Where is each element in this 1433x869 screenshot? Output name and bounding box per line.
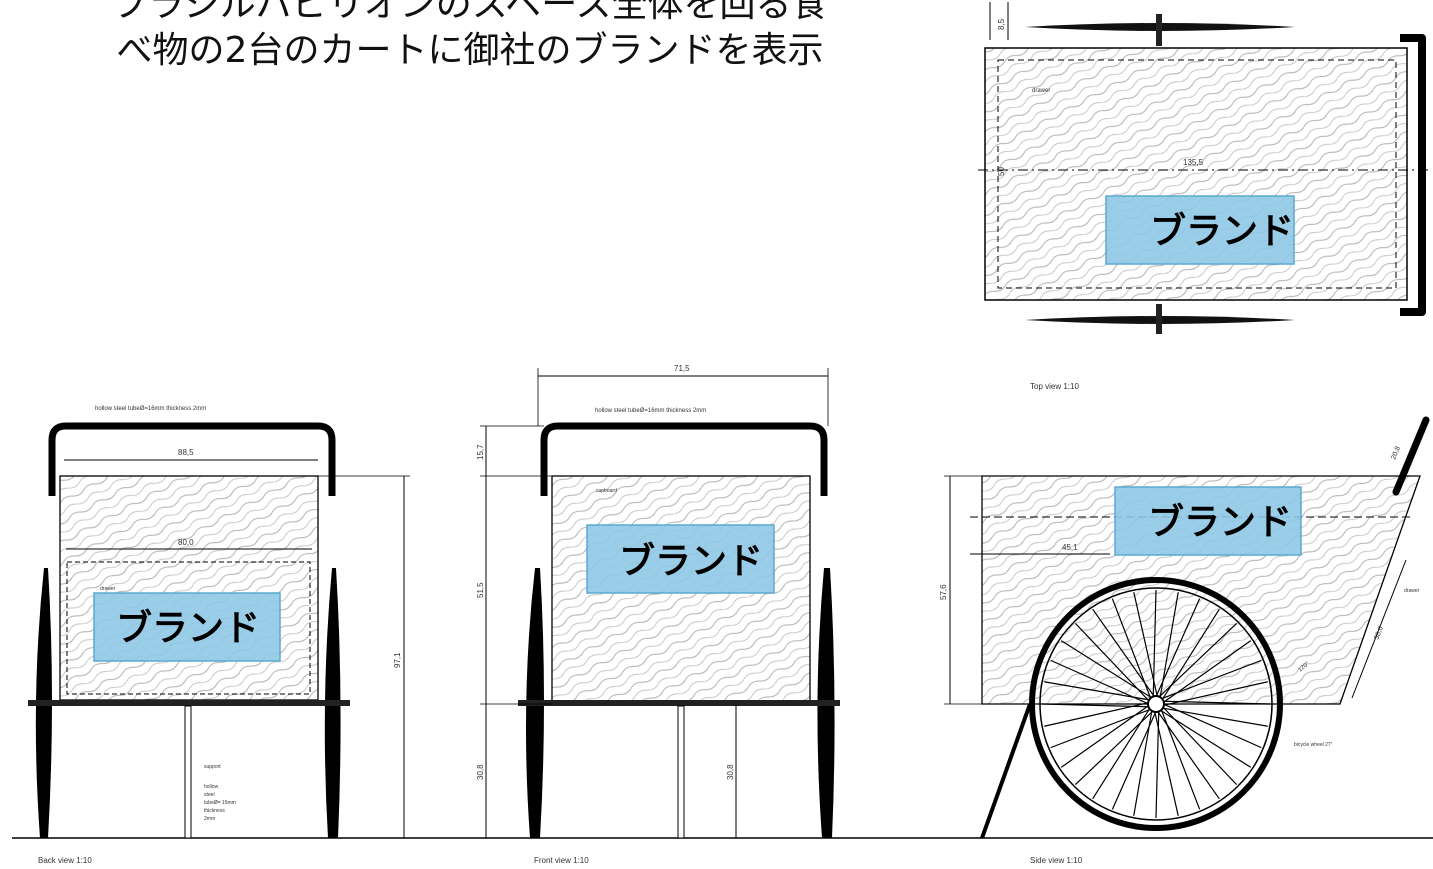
wheel-spoke [1074, 622, 1150, 702]
front-dim-handle-h: 15,7 [476, 444, 485, 460]
back-handle [48, 422, 336, 496]
top-dim-side-b: 50 [997, 167, 1006, 176]
back-view-caption: Back view 1:10 [38, 856, 92, 865]
wheel-spoke [1111, 711, 1157, 810]
back-dim-inner: 80,0 [178, 538, 194, 547]
wheel-spoke [1152, 589, 1157, 697]
back-drawer-label: drawer [100, 586, 116, 592]
side-handle [1392, 416, 1430, 496]
front-brand-label: ブランド [619, 540, 763, 582]
side-dim-strut: 38,0 [1373, 625, 1385, 640]
back-view: hollow steel tubeØ=16mm thickness 2mm 88… [28, 406, 410, 865]
front-dim-leg-h: 30,8 [476, 764, 485, 780]
wheel-spoke [1160, 709, 1201, 810]
wheel-spoke [1158, 622, 1238, 698]
front-dim-body-h: 51,5 [476, 582, 485, 598]
front-brand-box [586, 524, 775, 594]
back-support-leg [184, 705, 192, 839]
side-brand-box [1114, 486, 1302, 556]
wheel-spoke [1111, 598, 1152, 699]
headline: ブラジルパビリオンのスペース全体を回る食 べ物の2台のカートに御社のブランドを表… [55, 0, 885, 74]
side-dim-inner: 45,1 [1062, 543, 1078, 552]
side-view-caption: Side view 1:10 [1030, 856, 1083, 865]
wheel-spoke [1161, 659, 1262, 700]
svg-text:hollow: hollow [204, 784, 219, 790]
back-handle-note: hollow steel tubeØ=16mm thickness 2mm [95, 406, 206, 412]
top-view-caption: Top view 1:10 [1030, 382, 1079, 391]
front-view: 71,5 hollow steel tubeØ=16mm thickness 2… [476, 364, 840, 865]
top-brand-box [1105, 195, 1295, 265]
top-dim-length: 135,5 [1183, 158, 1204, 167]
side-wheel-note: bicycle wheel 27" [1294, 742, 1333, 748]
top-handle [1400, 34, 1426, 316]
front-view-caption: Front view 1:10 [534, 856, 589, 865]
svg-text:tubeØ= 15mm: tubeØ= 15mm [204, 800, 236, 806]
top-note: drawer [1032, 88, 1050, 94]
svg-text:support: support [204, 764, 221, 770]
svg-text:2mm: 2mm [204, 816, 215, 822]
wheel-spoke [1155, 598, 1201, 697]
side-dim-body-h: 57,6 [939, 584, 948, 600]
front-support-leg [677, 705, 685, 839]
front-dim-width: 71,5 [674, 364, 690, 373]
side-stand [980, 703, 1032, 839]
top-dim-side-a: 8,5 [997, 18, 1006, 30]
back-dim-handle: 88,5 [178, 448, 194, 457]
back-body [59, 475, 319, 701]
front-handle-note: hollow steel tubeØ=16mm thickness 2mm [595, 408, 706, 414]
headline-line-1: ブラジルパビリオンのスペース全体を回る食 [112, 0, 828, 25]
wheel-spoke [1050, 659, 1149, 705]
side-drawer-label: drawer [1404, 588, 1420, 594]
side-view: 45,1 20,8 38,0 120° drawer 57,6 bicycle … [939, 416, 1430, 865]
back-support-note: support hollow steel tubeØ= 15mm thickne… [204, 764, 236, 822]
front-label-small: cupboard [596, 488, 617, 494]
side-brand-label: ブランド [1148, 501, 1292, 543]
svg-text:thickness: thickness [204, 808, 225, 814]
headline-line-2: べ物の2台のカートに御社のブランドを表示 [116, 30, 824, 71]
wheel-spoke [1155, 711, 1160, 819]
top-view: 8,5 135,5 50 drawer ブランド Top view 1:10 [978, 2, 1430, 391]
svg-text:steel: steel [204, 792, 215, 798]
wheel-spoke [1050, 708, 1151, 749]
wheel-spoke [1041, 703, 1149, 708]
back-brand-box [93, 592, 281, 662]
front-dim-leg-h2: 30,8 [726, 764, 735, 780]
side-wheel [1029, 577, 1283, 831]
back-dim-height: 97,1 [393, 652, 402, 668]
front-handle [540, 422, 828, 496]
wheel-spoke [1074, 710, 1154, 786]
wheel-spoke [1162, 706, 1238, 786]
wheel-spoke [1163, 703, 1262, 749]
side-dim-handle: 20,8 [1390, 445, 1402, 460]
top-brand-label: ブランド [1150, 210, 1294, 252]
back-brand-label: ブランド [116, 607, 260, 649]
wheel-spoke [1163, 681, 1268, 706]
